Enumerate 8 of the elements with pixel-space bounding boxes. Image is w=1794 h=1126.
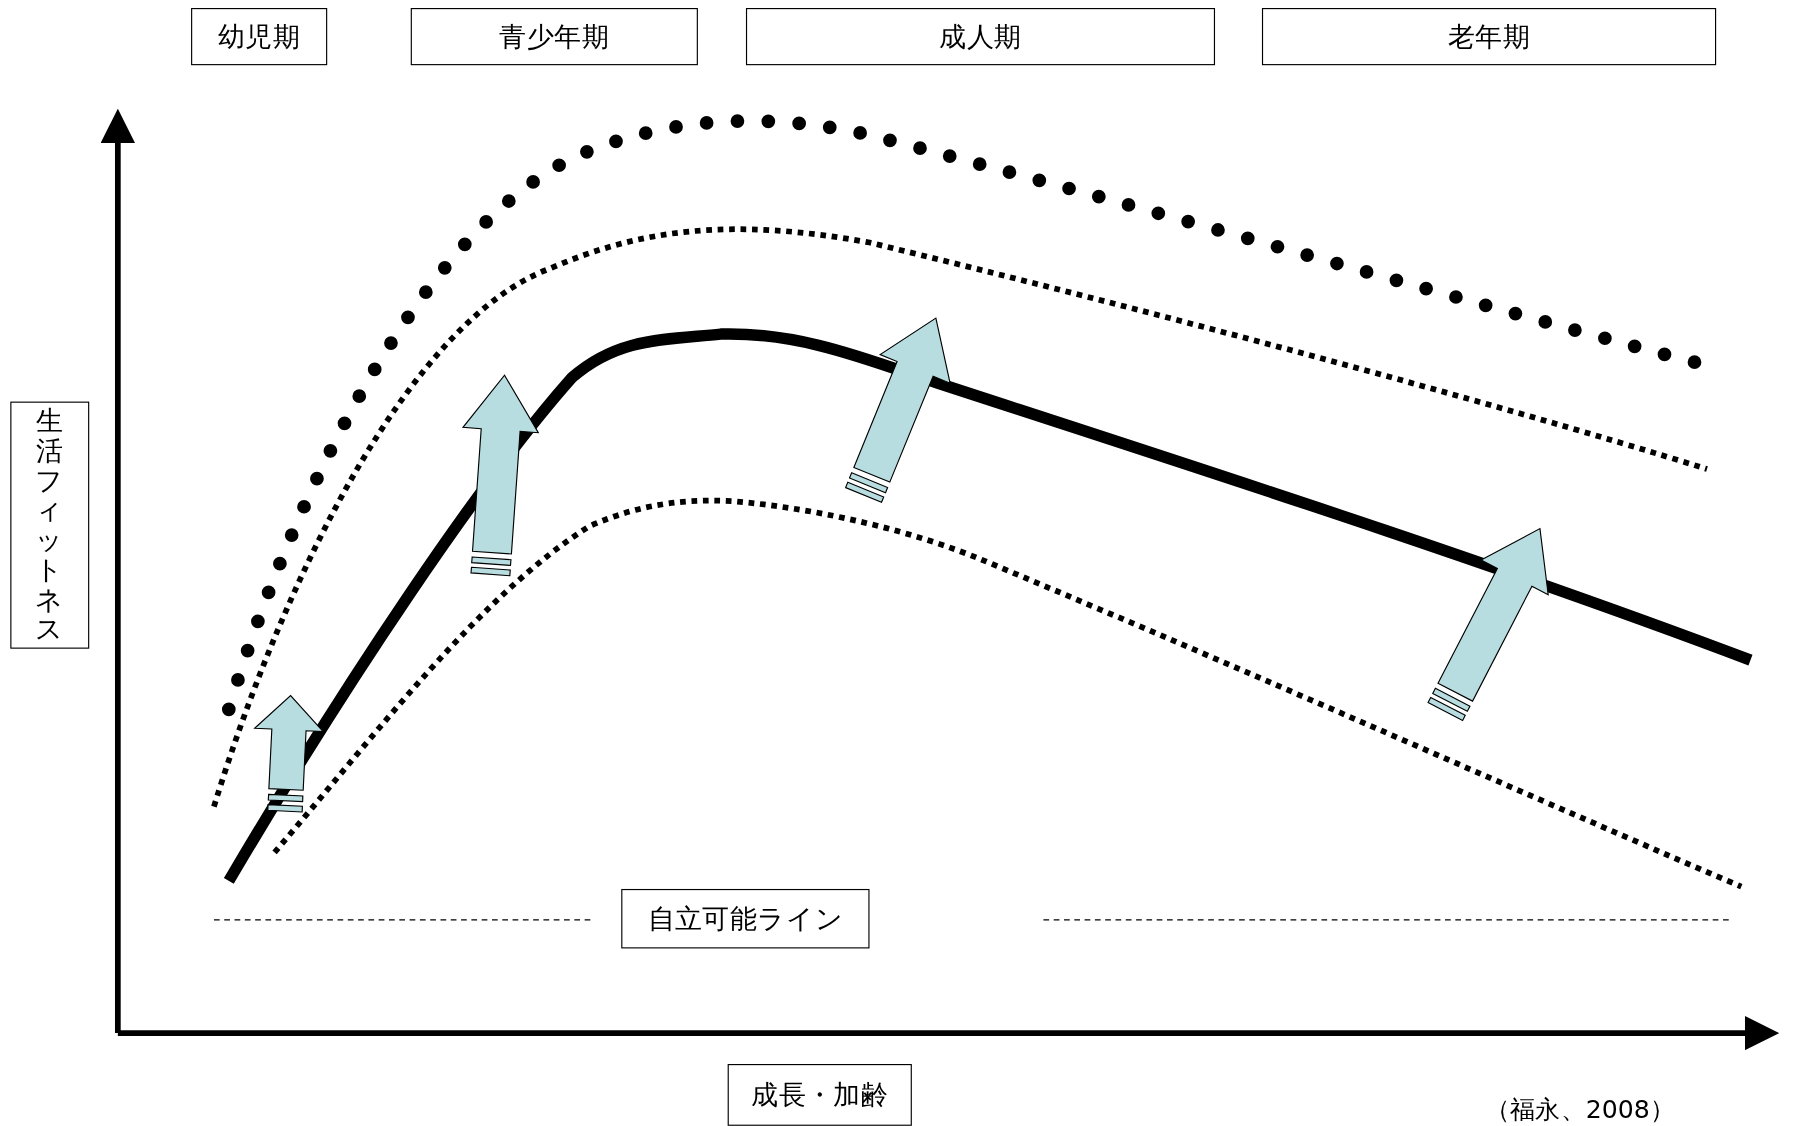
label-box: 青少年期 (410, 8, 698, 66)
label-box: 老年期 (1261, 8, 1717, 66)
label-box: 自立可能ライン (621, 888, 870, 949)
citation: （福永、2008） (1485, 1093, 1675, 1126)
label-box: 成長・加齢 (727, 1064, 912, 1126)
axis-label-box: 生活フィットネス (10, 401, 90, 649)
label-box: 成人期 (745, 8, 1216, 66)
label-box: 幼児期 (191, 8, 328, 66)
